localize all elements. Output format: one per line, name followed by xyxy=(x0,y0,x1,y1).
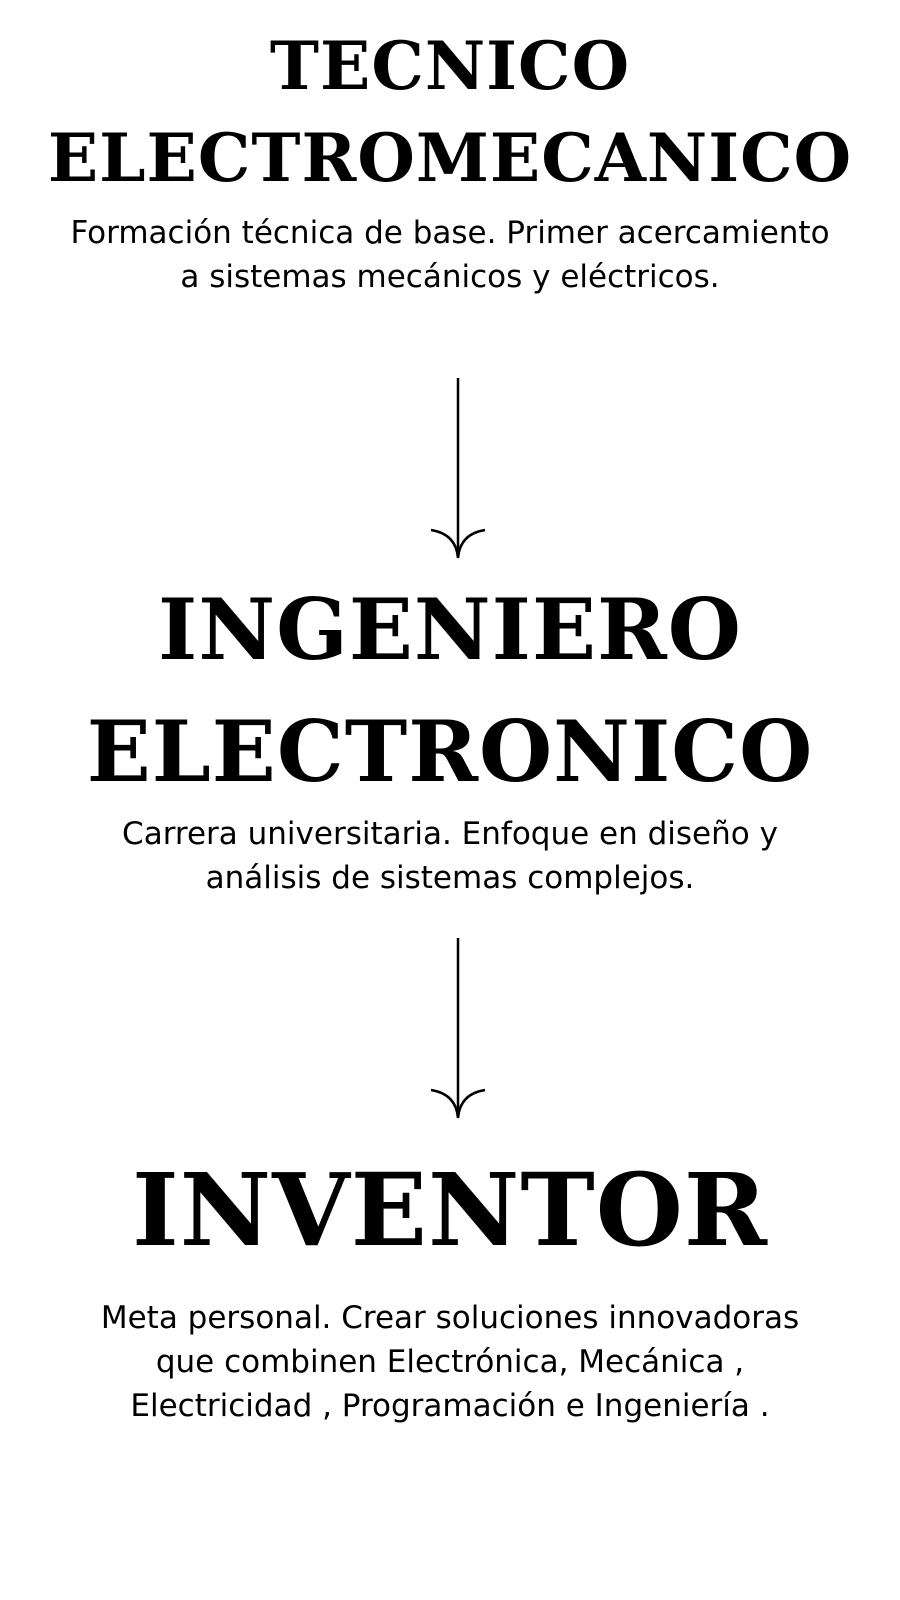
step-2-description-line-1: Carrera universitaria. Enfoque en diseño… xyxy=(122,816,778,852)
step-3-description-line-2: que combinen Electrónica, Mecánica , xyxy=(155,1344,745,1380)
arrow-down-icon xyxy=(430,938,486,1119)
step-3-description-line-3: Electricidad , Programación e Ingeniería… xyxy=(130,1388,770,1424)
step-2-title-line-2: ELECTRONICO xyxy=(86,702,814,801)
step-3-title: INVENTOR xyxy=(131,1151,769,1269)
step-3-description: Meta personal. Crear soluciones innovado… xyxy=(0,1296,900,1428)
step-1-title-line-1: TECNICO xyxy=(269,27,631,105)
step-2-description: Carrera universitaria. Enfoque en diseño… xyxy=(0,812,900,900)
step-3-description-line-1: Meta personal. Crear soluciones innovado… xyxy=(100,1300,800,1336)
step-1-description-line-1: Formación técnica de base. Primer acerca… xyxy=(70,215,830,251)
step-2-title-line-1: INGENIERO xyxy=(158,580,742,679)
step-1-description: Formación técnica de base. Primer acerca… xyxy=(0,211,900,299)
step-1-description-line-2: a sistemas mecánicos y eléctricos. xyxy=(180,259,720,295)
step-1-title-line-2: ELECTROMECANICO xyxy=(47,119,853,197)
arrow-down-icon xyxy=(430,378,486,559)
step-2-description-line-2: análisis de sistemas complejos. xyxy=(205,860,695,896)
